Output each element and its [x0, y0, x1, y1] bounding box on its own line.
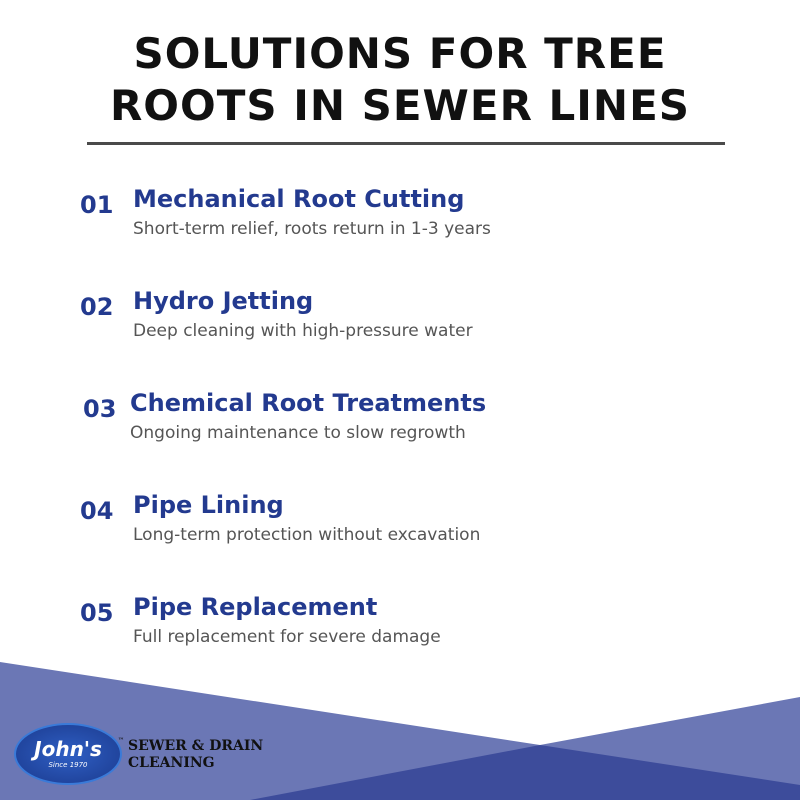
item-heading: Chemical Root Treatments	[130, 389, 487, 417]
item-number: 03	[83, 395, 117, 423]
item-heading: Pipe Replacement	[133, 593, 378, 621]
item-heading: Hydro Jetting	[133, 287, 314, 315]
company-name: ™ SEWER & DRAIN CLEANING	[118, 737, 264, 772]
dark-band	[250, 745, 800, 800]
logo-name: John's	[34, 737, 102, 761]
item-description: Full replacement for severe damage	[133, 627, 441, 647]
item-description: Short-term relief, roots return in 1-3 y…	[133, 219, 491, 239]
company-name-line-1: SEWER & DRAIN	[128, 738, 264, 754]
logo-since: Since 1970	[48, 761, 88, 769]
item-description: Ongoing maintenance to slow regrowth	[130, 423, 466, 443]
title-divider	[87, 142, 725, 145]
title-line-1: SOLUTIONS FOR TREE	[133, 29, 667, 78]
item-number: 05	[80, 599, 114, 627]
company-logo: John's Since 1970	[14, 723, 122, 785]
page-title: SOLUTIONS FOR TREE ROOTS IN SEWER LINES	[0, 28, 800, 132]
trademark: ™	[118, 737, 124, 744]
item-description: Deep cleaning with high-pressure water	[133, 321, 473, 341]
item-heading: Pipe Lining	[133, 491, 284, 519]
company-name-line-2: CLEANING	[128, 755, 215, 771]
title-line-2: ROOTS IN SEWER LINES	[109, 81, 691, 130]
item-number: 01	[80, 191, 114, 219]
item-number: 02	[80, 293, 114, 321]
item-heading: Mechanical Root Cutting	[133, 185, 465, 213]
item-number: 04	[80, 497, 114, 525]
item-description: Long-term protection without excavation	[133, 525, 481, 545]
